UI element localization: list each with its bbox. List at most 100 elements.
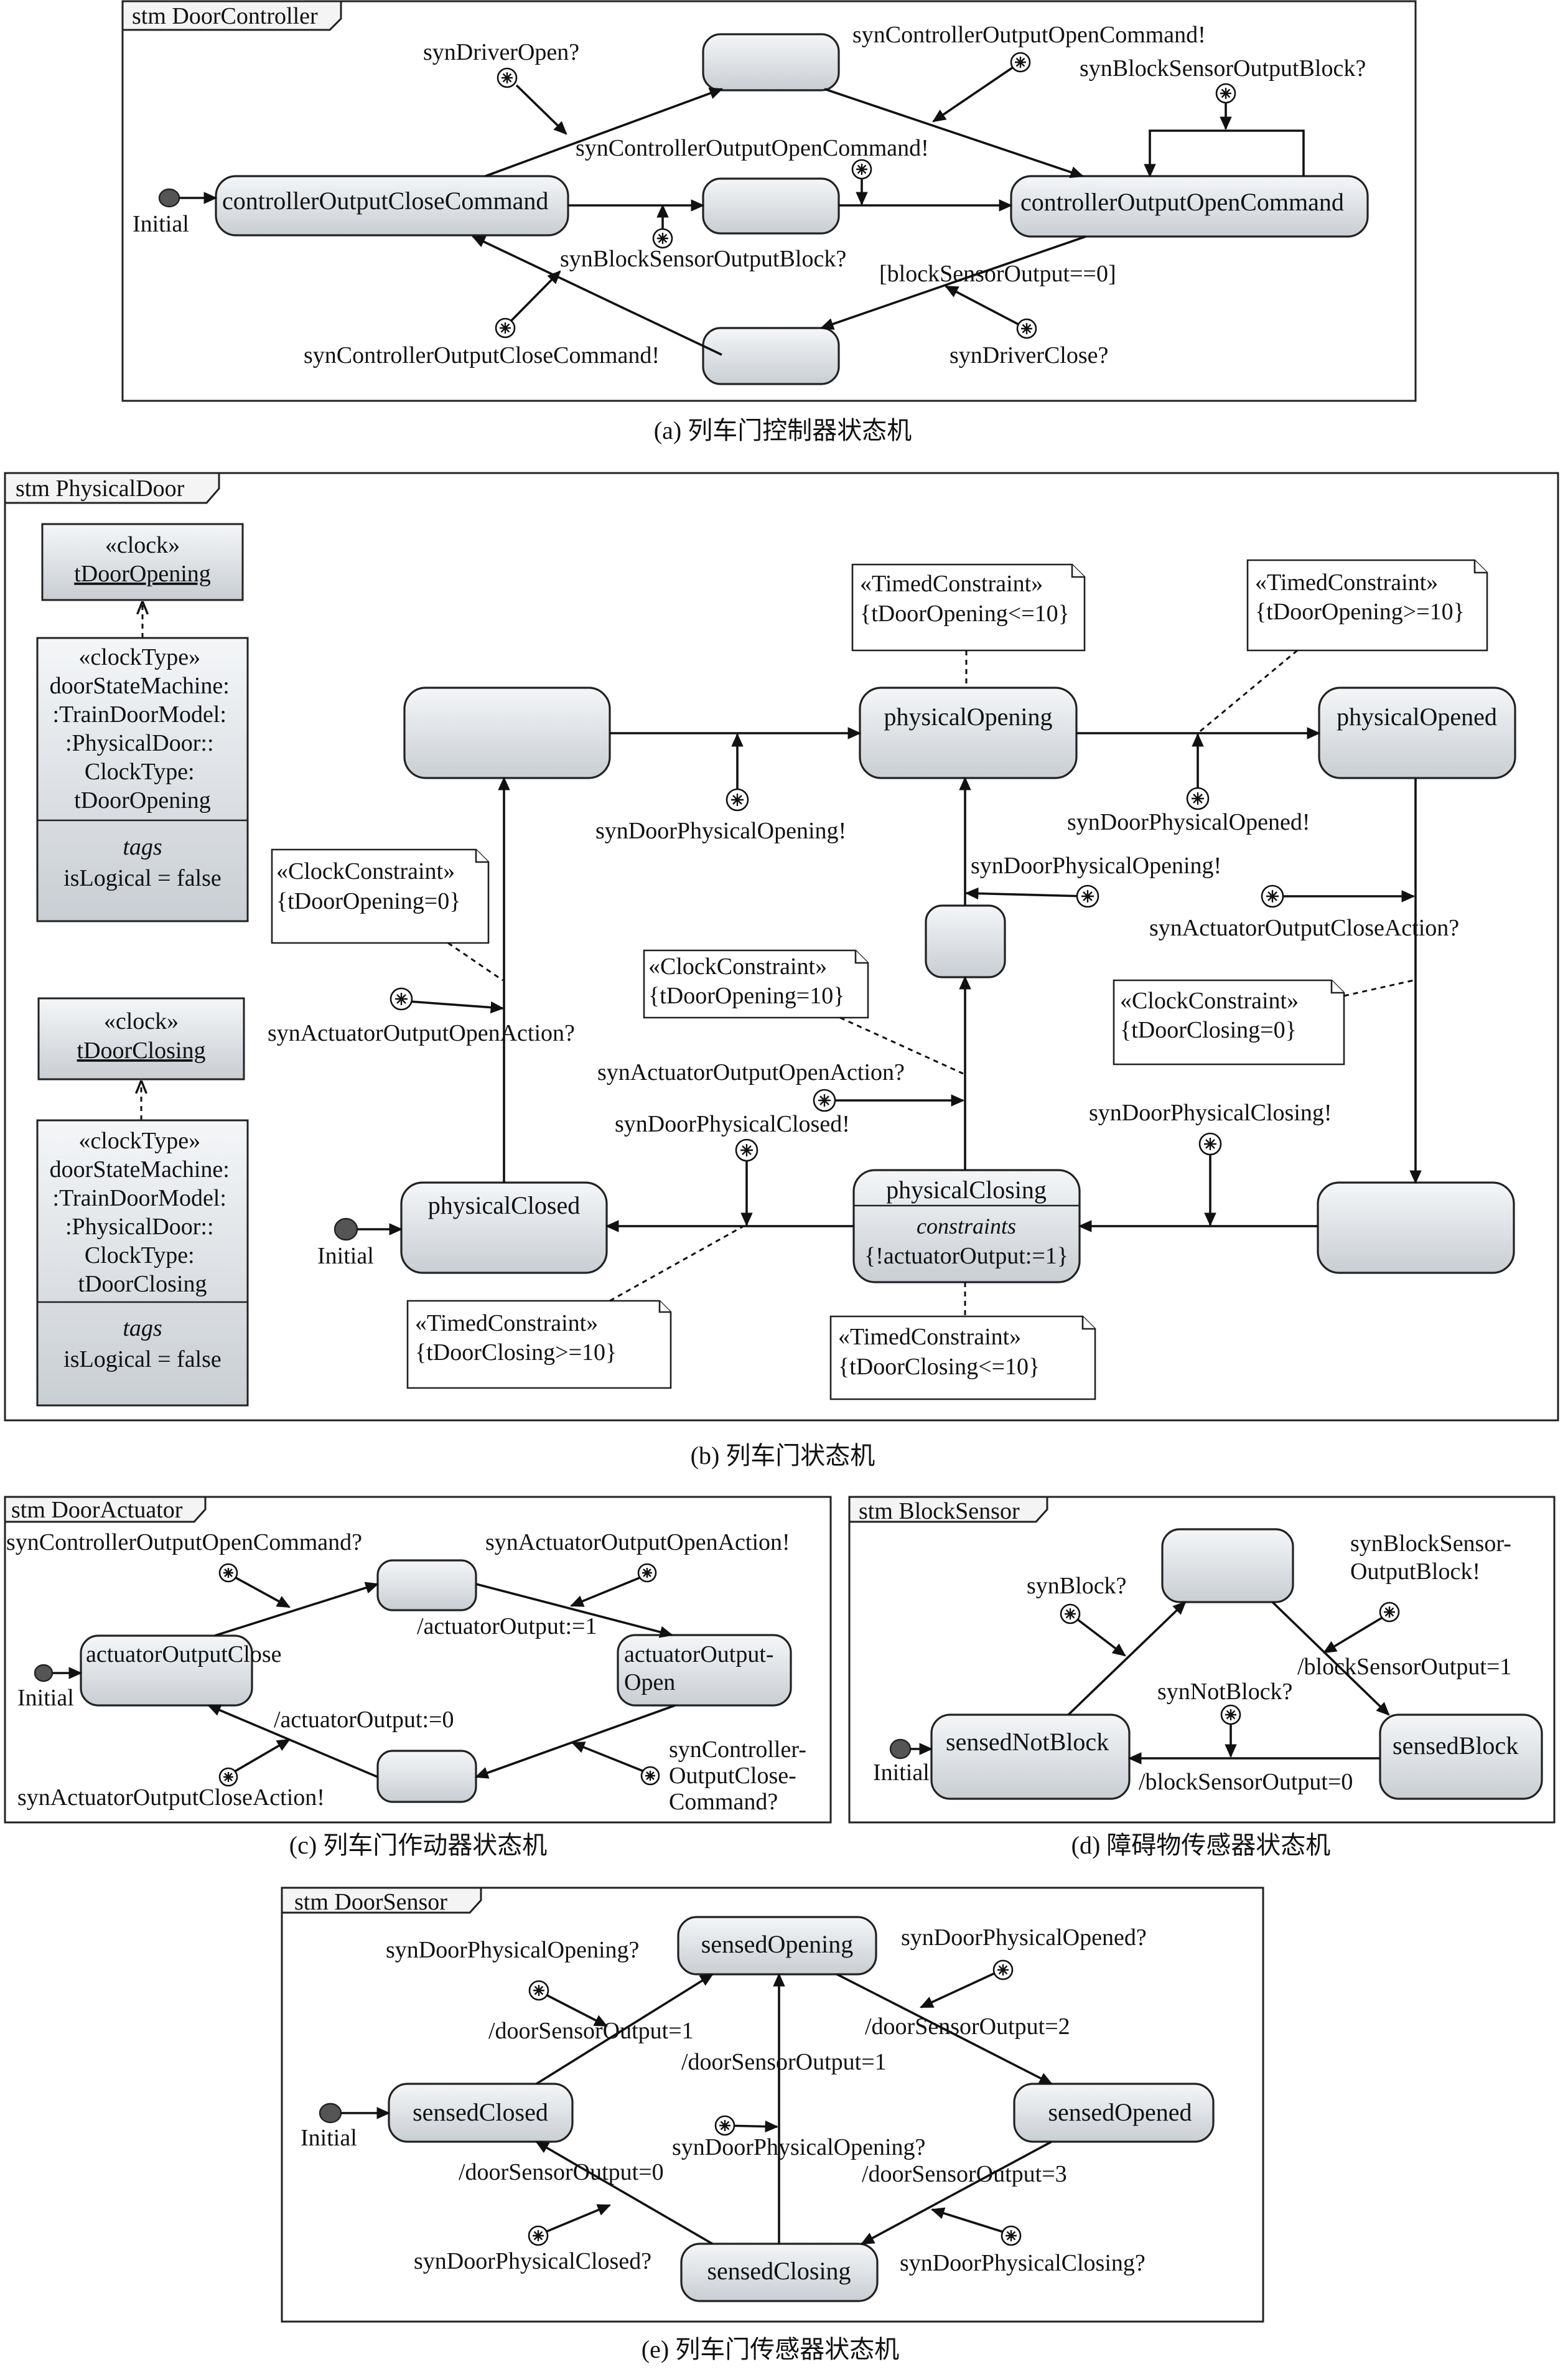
- state-bottom-unnamed[interactable]: [702, 327, 840, 385]
- state-c-top-unnamed[interactable]: [376, 1559, 477, 1611]
- label-c-eff-open: /actuatorOutput:=1: [417, 1613, 597, 1639]
- label-d-eff-block-0: /blockSensorOutput=0: [1139, 1769, 1353, 1795]
- label-syn-driver-close: synDriverClose?: [950, 342, 1108, 368]
- signal-arrow-driver-close: [945, 285, 1027, 330]
- signal-icon-driver-open: [497, 67, 518, 88]
- state-b-bottom-right-unnamed[interactable]: [1317, 1181, 1515, 1274]
- state-actuator-output-open[interactable]: [617, 1634, 792, 1707]
- state-sensed-block[interactable]: [1379, 1713, 1543, 1800]
- state-label-physical-opened: physicalOpened: [1337, 703, 1497, 731]
- state-physical-opened[interactable]: [1318, 687, 1516, 779]
- signal-icon-ctrl-open-mid: [851, 159, 872, 180]
- signal-icon-c-act-open: [637, 1563, 657, 1583]
- note-timed-opening-le-line2: {tDoorOpening<=10}: [860, 601, 1070, 627]
- initial-label-b: Initial: [317, 1243, 374, 1269]
- clocktype-opening-stereo: «clockType»: [78, 644, 200, 670]
- clock-closing-name: tDoorClosing: [77, 1038, 206, 1064]
- label-b-syn-act-open-2: synActuatorOutputOpenAction?: [597, 1059, 905, 1085]
- signal-icon-block-top: [1215, 83, 1236, 104]
- clocktype-opening-line: tDoorOpening: [74, 787, 211, 813]
- diagram-door-actuator: stm DoorActuator actuatorOutputClose act…: [4, 1496, 832, 1824]
- label-d-syn-not-block: synNotBlock?: [1157, 1679, 1292, 1705]
- label-e-syn-phys-opening-1: synDoorPhysicalOpening?: [386, 1937, 639, 1963]
- clock-t-door-opening: [41, 523, 244, 601]
- caption-d: (d) 障碍物传感器状态机: [1071, 1831, 1331, 1859]
- note-timed-closing-ge-line1: «TimedConstraint»: [415, 1310, 598, 1336]
- state-label-actuator-open-1: actuatorOutput-: [624, 1641, 774, 1667]
- label-c-syn-ctrl-close-1: synController-: [669, 1737, 806, 1763]
- signal-icon-b-phys-opened: [1186, 787, 1210, 810]
- initial-label-c: Initial: [17, 1685, 74, 1711]
- clocktype-opening-islogical: isLogical = false: [63, 865, 222, 891]
- state-label-sensed-opening: sensedOpening: [701, 1930, 853, 1958]
- state-top-unnamed[interactable]: [702, 33, 840, 91]
- state-d-top-unnamed[interactable]: [1161, 1528, 1294, 1603]
- note-timed-closing-le-line2: {tDoorClosing<=10}: [838, 1354, 1040, 1380]
- diagram-block-sensor: stm BlockSensor sensedNotBlock sensedBlo…: [848, 1496, 1556, 1824]
- label-b-syn-phys-closed: synDoorPhysicalClosed!: [615, 1111, 850, 1137]
- label-b-syn-act-close: synActuatorOutputCloseAction?: [1149, 915, 1459, 941]
- state-label-actuator-open: actuatorOutput- Open: [624, 1641, 780, 1695]
- clocktype-closing-line: tDoorClosing: [78, 1271, 207, 1297]
- note-clock-opening-0: «ClockConstraint» {tDoorOpening=0}: [271, 848, 503, 982]
- state-label-physical-closing: physicalClosing: [886, 1176, 1047, 1204]
- edge-d-not-block-to-top: [1067, 1601, 1187, 1716]
- state-sensed-opened[interactable]: [1013, 2083, 1215, 2143]
- label-e-eff-0: /doorSensorOutput=0: [459, 2159, 664, 2185]
- diagram-door-controller: stm DoorController controllerOutputClose…: [121, 0, 1417, 402]
- label-e-syn-phys-opening-2: synDoorPhysicalOpening?: [672, 2134, 925, 2160]
- caption-c: (c) 列车门作动器状态机: [289, 1831, 547, 1859]
- initial-node-d: [889, 1738, 912, 1760]
- label-c-syn-ctrl-close: synController- OutputClose- Command?: [669, 1737, 812, 1815]
- frame-title-a: stm DoorController: [132, 3, 318, 29]
- note-timed-closing-le: «TimedConstraint» {tDoorClosing<=10}: [829, 1282, 1096, 1400]
- label-syn-block-top: synBlockSensorOutputBlock?: [1080, 55, 1366, 82]
- signal-icon-d-block-sensor: [1379, 1601, 1400, 1623]
- note-clock-opening-0-line2: {tDoorOpening=0}: [276, 888, 460, 914]
- frame-tab-d: [848, 1496, 1048, 1523]
- state-physical-opening[interactable]: [859, 687, 1078, 779]
- frame-tab-a: [121, 0, 342, 31]
- label-c-syn-act-open: synActuatorOutputOpenAction!: [485, 1529, 790, 1555]
- note-clock-opening-10: «ClockConstraint» {tDoorOpening=10}: [643, 949, 964, 1075]
- initial-node-e: [319, 2102, 342, 2124]
- label-syn-ctrl-close: synControllerOutputCloseCommand!: [304, 342, 660, 368]
- label-guard-block: [blockSensorOutput==0]: [879, 261, 1116, 287]
- clocktype-opening-line: :TrainDoorModel:: [53, 701, 226, 728]
- signal-icon-b-act-close: [1261, 884, 1284, 908]
- label-syn-block-mid: synBlockSensorOutputBlock?: [560, 246, 846, 272]
- state-label-sensed-closed: sensedClosed: [413, 2098, 548, 2126]
- state-c-bottom-unnamed[interactable]: [376, 1750, 477, 1803]
- edge-c-open-to-bottom: [474, 1704, 676, 1779]
- state-b-top-left-unnamed[interactable]: [403, 687, 611, 779]
- initial-node-c: [34, 1664, 54, 1682]
- state-middle-unnamed[interactable]: [702, 177, 840, 235]
- label-b-syn-act-open-1: synActuatorOutputOpenAction?: [268, 1020, 575, 1046]
- clock-closing-stereotype: «clock»: [104, 1008, 179, 1034]
- label-b-syn-phys-closing: synDoorPhysicalClosing!: [1089, 1100, 1332, 1126]
- label-e-eff-1a: /doorSensorOutput=1: [488, 2018, 694, 2044]
- label-e-syn-phys-opened: synDoorPhysicalOpened?: [901, 1924, 1147, 1951]
- edge-e-closed-to-opening: [536, 1973, 714, 2085]
- initial-node-a: [158, 188, 180, 208]
- note-timed-closing-ge: «TimedConstraint» {tDoorClosing>=10}: [406, 1225, 744, 1389]
- clocktype-opening-line: :PhysicalDoor::: [65, 730, 214, 756]
- label-e-eff-1b: /doorSensorOutput=1: [681, 2049, 887, 2075]
- signal-icon-e-phys-opening-2: [714, 2115, 735, 2136]
- note-timed-opening-ge-line2: {tDoorOpening>=10}: [1255, 599, 1465, 625]
- clocktype-closing-islogical: isLogical = false: [63, 1346, 222, 1372]
- label-c-eff-close: /actuatorOutput:=0: [274, 1707, 454, 1733]
- clocktype-opening-line: ClockType:: [85, 759, 195, 785]
- edge-top-to-open: [824, 88, 1085, 178]
- clocktype-opening-text: «clockType» doorStateMachine: :TrainDoor…: [50, 644, 236, 813]
- clock-opening-stereotype: «clock»: [105, 532, 180, 558]
- signal-icon-block-mid: [652, 228, 673, 249]
- signal-icon-e-phys-closed: [528, 2225, 549, 2246]
- label-syn-ctrl-open-top: synControllerOutputOpenCommand!: [852, 22, 1206, 48]
- label-c-syn-ctrl-open: synControllerOutputOpenCommand?: [6, 1529, 362, 1555]
- state-b-small-unnamed[interactable]: [925, 904, 1006, 978]
- state-label-actuator-open-2: Open: [624, 1669, 675, 1695]
- edge-c-top-to-open: [475, 1583, 674, 1638]
- signal-arrow-b-phys-opening-2: [964, 887, 1086, 900]
- clocktype-opening-line: doorStateMachine:: [50, 673, 230, 699]
